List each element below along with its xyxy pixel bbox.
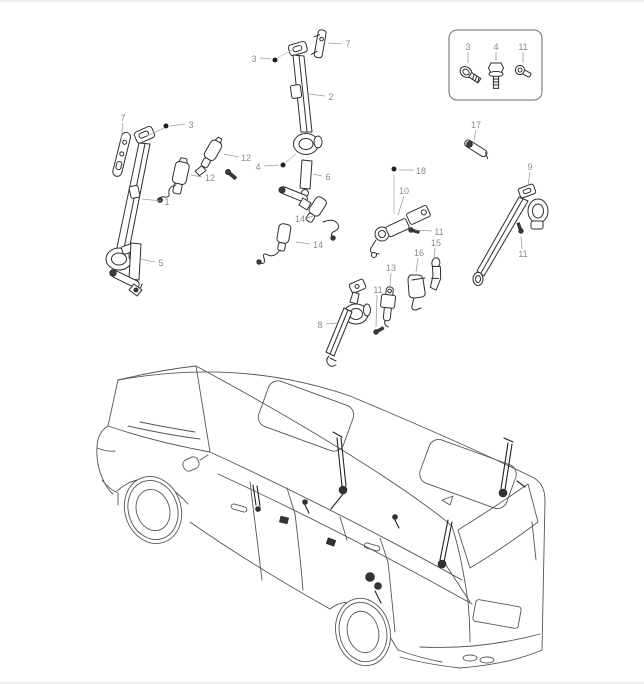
callout-11: 11 <box>518 42 528 63</box>
bolt-dot <box>391 166 397 172</box>
callout-number: 14 <box>295 214 305 224</box>
callout-12: 12 <box>190 173 215 183</box>
callout-number: 8 <box>317 320 322 330</box>
installed-seatbelts <box>252 431 526 604</box>
bolt-dot <box>280 162 286 168</box>
stud-bolt-icon <box>488 62 504 89</box>
callout-10: 10 <box>397 186 409 216</box>
part-11-bolt-b <box>408 227 420 234</box>
part-11-bolt-a <box>373 326 385 335</box>
callout-16: 16 <box>414 248 424 273</box>
hardware-group-box <box>448 29 543 101</box>
part-11-bolt-c <box>516 222 524 234</box>
part-17-anchor-bracket <box>464 139 489 160</box>
callout-14: 14 <box>295 214 317 224</box>
callout-number: 3 <box>465 42 470 52</box>
part-5-lower-webbing-left <box>109 242 143 297</box>
callout-7: 7 <box>327 39 351 49</box>
part-16-guide-clip <box>407 274 426 311</box>
callout-8: 8 <box>317 320 338 330</box>
callout-number: 2 <box>328 92 333 102</box>
part-6-lower-webbing-center <box>278 159 313 211</box>
part-15-tongue-plate <box>429 257 442 291</box>
callout-12: 12 <box>223 153 251 163</box>
vehicle-illustration <box>96 365 546 669</box>
callout-number: 3 <box>188 120 193 130</box>
callout-13: 13 <box>386 263 396 287</box>
callout-11: 11 <box>414 227 444 237</box>
callout-number: 11 <box>434 227 443 237</box>
hex-flange-bolt-icon <box>459 66 482 84</box>
callout-3: 3 <box>251 48 295 64</box>
part-9-rear-seatbelt-right <box>472 183 549 286</box>
part-7-guide-bracket-center <box>310 29 327 59</box>
callout-11: 11 <box>518 235 528 259</box>
part-8-rear-seatbelt-assembly <box>325 278 371 367</box>
callout-number: 11 <box>373 285 382 295</box>
callout-3: 3 <box>146 120 194 137</box>
callout-number: 1 <box>164 197 169 207</box>
callout-9: 9 <box>527 162 533 187</box>
callout-number: 13 <box>386 263 396 273</box>
part-10-center-lap-latch <box>369 204 431 258</box>
callout-number: 6 <box>325 172 330 182</box>
callout-4: 4 <box>255 153 297 172</box>
callout-number: 7 <box>120 113 125 123</box>
callout-number: 17 <box>471 120 481 130</box>
callout-number: 11 <box>518 42 527 52</box>
callout-number: 18 <box>416 166 426 176</box>
callout-number: 10 <box>399 186 409 196</box>
callout-number: 15 <box>431 238 441 248</box>
callout-number: 11 <box>518 249 527 259</box>
callout-2: 2 <box>308 92 334 102</box>
part-14-buckle-upper <box>305 196 340 241</box>
callout-18: 18 <box>391 166 426 214</box>
callout-number: 7 <box>345 39 350 49</box>
callout-3: 3 <box>465 42 471 63</box>
part-12-buckle-lower <box>157 157 190 203</box>
part-14-buckle-lower <box>256 223 292 265</box>
callout-15: 15 <box>431 238 441 261</box>
callout-11: 11 <box>373 285 383 328</box>
callout-number: 4 <box>255 162 260 172</box>
part-12-buckle-upper <box>194 136 238 181</box>
callout-17: 17 <box>471 120 481 141</box>
button-bolt-icon <box>514 64 532 78</box>
part-13-adjuster-rail <box>380 286 397 328</box>
callout-5: 5 <box>139 258 164 268</box>
part-2-front-seatbelt-assembly <box>287 40 323 155</box>
callout-1: 1 <box>141 197 170 207</box>
callout-number: 12 <box>241 153 251 163</box>
callout-14: 14 <box>295 240 323 250</box>
callout-7: 7 <box>120 113 126 142</box>
callout-number: 3 <box>251 54 256 64</box>
callout-number: 16 <box>414 248 424 258</box>
callout-number: 4 <box>493 42 498 52</box>
callout-number: 14 <box>313 240 323 250</box>
callout-number: 5 <box>158 258 163 268</box>
bolt-dot <box>272 57 278 63</box>
callout-4: 4 <box>493 42 499 61</box>
part-7-height-adjuster-left <box>112 131 131 177</box>
callout-6: 6 <box>312 172 331 182</box>
callout-number: 9 <box>527 162 532 172</box>
bolt-dot <box>163 123 169 129</box>
callout-number: 12 <box>205 173 215 183</box>
